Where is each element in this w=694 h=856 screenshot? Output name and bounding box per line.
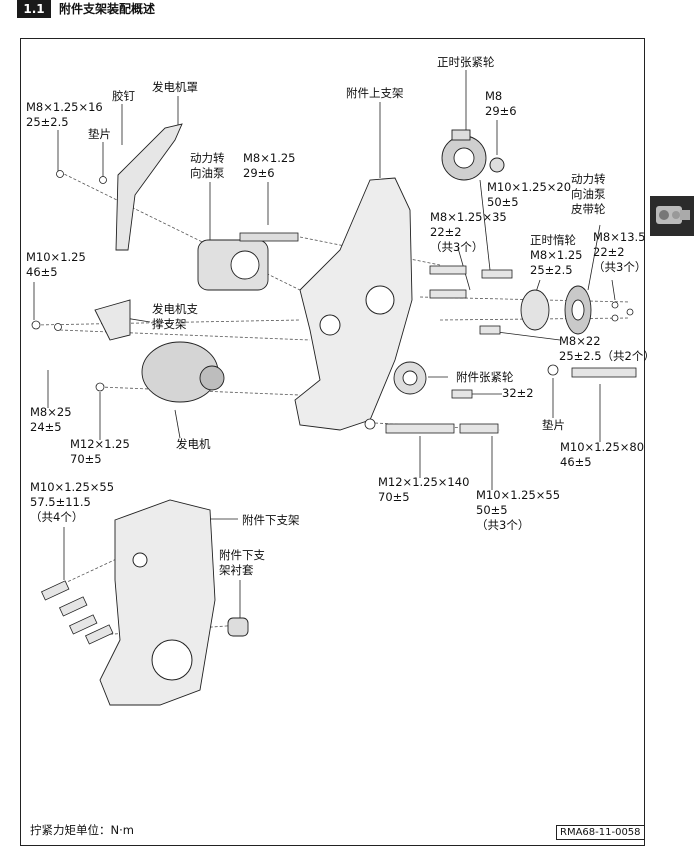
- label-upper-bracket: 附件上支架: [346, 86, 404, 100]
- torque-unit-note: 拧紧力矩单位：N·m: [30, 823, 134, 837]
- label-bolt-m10x125x55-left: M10×1.25×55 57.5±11.5 （共4个）: [30, 480, 115, 524]
- label-bolt-m10x125x80: M10×1.25×80 46±5: [560, 440, 645, 469]
- section-number: 1.1: [17, 0, 51, 18]
- label-idler: 正时惰轮 M8×1.25 25±2.5: [530, 233, 583, 277]
- label-generator-support: 发电机支 撑支架: [152, 302, 198, 331]
- label-washer-right: 垫片: [542, 418, 565, 432]
- label-bolt-m8x125x16: M8×1.25×16 25±2.5: [26, 100, 103, 129]
- label-bolt-m8x25: M8×25 24±5: [30, 405, 72, 434]
- label-generator-cover: 发电机罩: [152, 80, 198, 94]
- label-bolt-m12x125: M12×1.25 70±5: [70, 437, 130, 466]
- label-bolt-m8x125: M8×1.25 29±6: [243, 151, 296, 180]
- label-lower-bracket: 附件下支架: [242, 513, 300, 527]
- label-bolt-m10x125x55-right: M10×1.25×55 50±5 （共3个）: [476, 488, 561, 532]
- label-nut-m8: M8 29±6: [485, 89, 517, 118]
- label-generator: 发电机: [176, 437, 211, 451]
- label-bolt-m8x22: M8×22 25±2.5（共2个）: [559, 334, 655, 363]
- label-rivet: 胶钉: [112, 89, 135, 103]
- label-ps-pulley: 动力转 向油泵 皮带轮: [571, 172, 606, 216]
- label-bolt-m12x125x140: M12×1.25×140 70±5: [378, 475, 470, 504]
- label-lower-bushing: 附件下支 架衬套: [219, 548, 265, 577]
- section-title: 附件支架装配概述: [59, 2, 156, 16]
- label-timing-tensioner: 正时张紧轮: [437, 55, 495, 69]
- diagram-frame: [20, 38, 645, 846]
- label-torque-32: 32±2: [502, 386, 534, 400]
- label-bolt-m10x125x20: M10×1.25×20 50±5: [487, 180, 572, 209]
- label-bolt-m8x135: M8×13.5 22±2 （共3个）: [593, 230, 647, 274]
- label-washer-top: 垫片: [88, 127, 111, 141]
- figure-reference-code: RMA68-11-0058: [556, 825, 645, 840]
- label-bolt-m10x125-left: M10×1.25 46±5: [26, 250, 86, 279]
- label-bolt-m8x125x35: M8×1.25×35 22±2 （共3个）: [430, 210, 507, 254]
- label-ps-pump: 动力转 向油泵: [190, 151, 225, 180]
- label-accessory-tensioner: 附件张紧轮: [456, 370, 514, 384]
- engine-thumbnail-icon: [650, 196, 694, 236]
